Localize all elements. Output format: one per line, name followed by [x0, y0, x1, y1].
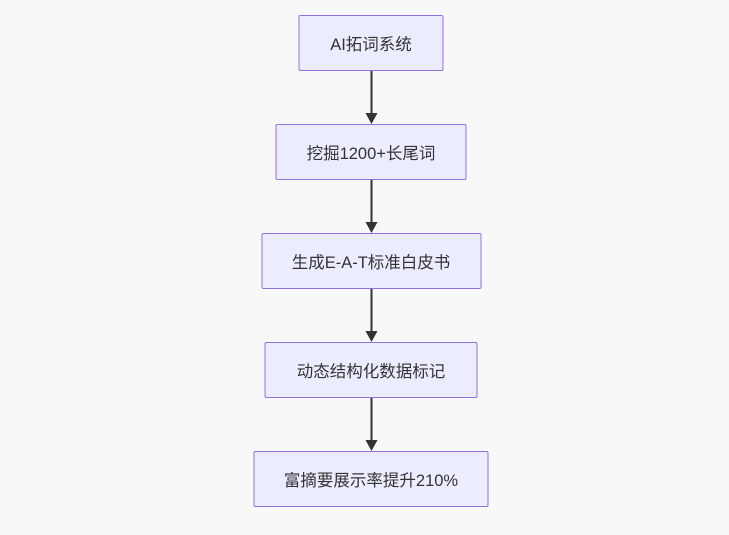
- arrowhead-down-icon: [365, 222, 377, 233]
- arrow-node3-to-node4: [364, 289, 378, 342]
- node-label: 生成E-A-T标准白皮书: [291, 254, 451, 272]
- arrow-node4-to-node5: [364, 398, 378, 451]
- node-label: AI拓词系统: [330, 36, 412, 54]
- flowchart-node-rich-snippet-result: 富摘要展示率提升210%: [253, 451, 489, 507]
- node-label: 动态结构化数据标记: [296, 363, 446, 381]
- arrowhead-down-icon: [365, 440, 377, 451]
- flowchart: AI拓词系统 挖掘1200+长尾词 生成E-A-T标准白皮书 动态结构化数据标记…: [253, 15, 489, 507]
- arrow-line: [370, 398, 372, 440]
- arrowhead-down-icon: [365, 331, 377, 342]
- arrow-line: [370, 180, 372, 222]
- arrow-line: [370, 71, 372, 113]
- flowchart-node-ai-keyword-system: AI拓词系统: [298, 15, 444, 71]
- arrow-line: [370, 289, 372, 331]
- arrowhead-down-icon: [365, 113, 377, 124]
- node-label: 富摘要展示率提升210%: [283, 472, 459, 490]
- flowchart-node-longtail-mining: 挖掘1200+长尾词: [275, 124, 467, 180]
- arrow-node2-to-node3: [364, 180, 378, 233]
- flowchart-node-structured-data-markup: 动态结构化数据标记: [264, 342, 478, 398]
- flowchart-node-eat-whitepaper: 生成E-A-T标准白皮书: [261, 233, 481, 289]
- node-label: 挖掘1200+长尾词: [306, 145, 436, 163]
- arrow-node1-to-node2: [364, 71, 378, 124]
